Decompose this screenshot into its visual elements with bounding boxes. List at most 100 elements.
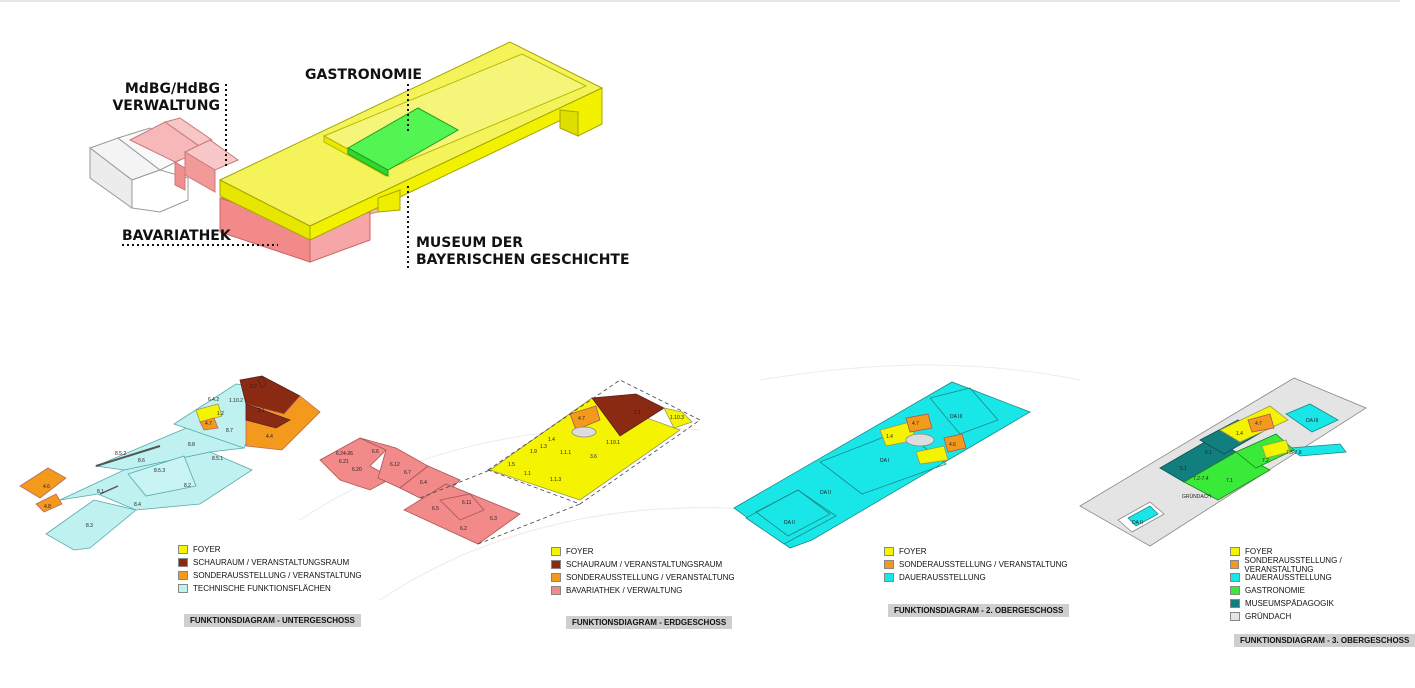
legend-item: TECHNISCHE FUNKTIONSFLÄCHEN — [178, 582, 362, 595]
room-label: 1.4 — [1236, 431, 1243, 437]
legend-swatch-schauraum — [551, 560, 561, 569]
plan-3og-labels: DA II GRÜNDACH 5.1 5.1 7.2-7.4 7.1 1.4 4… — [1132, 418, 1318, 526]
legend-swatch-sonder — [178, 571, 188, 580]
room-label: 4.7 — [1255, 421, 1262, 427]
room-label: 7.5-7.8 — [1286, 450, 1302, 456]
room-label: 8.3 — [86, 523, 93, 529]
room-label: 6.5 — [432, 506, 439, 512]
room-label: DA III — [950, 414, 962, 420]
legend-item: SONDERAUSSTELLUNG / VERANSTALTUNG — [884, 558, 1068, 571]
legend-label: FOYER — [566, 547, 594, 556]
room-label: DA II — [1132, 520, 1143, 526]
legend-label: GASTRONOMIE — [1245, 586, 1306, 595]
room-label: 8.1 — [97, 489, 104, 495]
room-label: 2.1 — [258, 408, 265, 414]
room-label: 6.4 — [420, 480, 427, 486]
legend-item: SONDERAUSSTELLUNG / VERANSTALTUNG — [1230, 555, 1400, 574]
top-divider — [0, 0, 1400, 2]
legend-label: SONDERAUSSTELLUNG / VERANSTALTUNG — [566, 573, 735, 582]
legend-swatch-foyer — [1230, 547, 1240, 556]
room-label: 1.5 — [508, 462, 515, 468]
legend-label: FOYER — [193, 545, 221, 554]
legend-label: TECHNISCHE FUNKTIONSFLÄCHEN — [193, 584, 331, 593]
legend-swatch-gastro — [1230, 586, 1240, 595]
legend-item: GASTRONOMIE — [1230, 584, 1400, 597]
legend-2og: FOYER SONDERAUSSTELLUNG / VERANSTALTUNG … — [884, 545, 1068, 584]
room-label: 8.5.3 — [154, 468, 165, 474]
room-label: 6.2 — [460, 526, 467, 532]
legend-swatch-foyer — [551, 547, 561, 556]
legend-item: SONDERAUSSTELLUNG / VERANSTALTUNG — [178, 569, 362, 582]
room-label: 8.2 — [184, 483, 191, 489]
plan-untergeschoss — [19, 375, 321, 551]
room-label: 6.20 — [352, 467, 362, 473]
legend-item: SONDERAUSSTELLUNG / VERANSTALTUNG — [551, 571, 735, 584]
legend-swatch-gruendach — [1230, 612, 1240, 621]
legend-item: FOYER — [1230, 545, 1400, 558]
plan-erdgeschoss — [319, 379, 701, 545]
legend-label: SONDERAUSSTELLUNG / VERANSTALTUNG — [193, 571, 362, 580]
label-verwaltung-2: VERWALTUNG — [112, 98, 220, 114]
room-label: 6.24-26 — [336, 451, 353, 457]
room-label: 4.6 — [949, 442, 956, 448]
room-label: 5.1 — [1205, 450, 1212, 456]
legend-swatch-bavariathek — [551, 586, 561, 595]
legend-item: MUSEUMSPÄDAGOGIK — [1230, 597, 1400, 610]
room-label: 1.10.3 — [670, 415, 684, 421]
legend-label: DAUERAUSSTELLUNG — [1245, 573, 1332, 582]
legend-item: BAVARIATHEK / VERWALTUNG — [551, 584, 735, 597]
legend-swatch-sonder — [1230, 560, 1240, 569]
legend-label: GRÜNDACH — [1245, 612, 1292, 621]
room-label: 1.1.3 — [550, 477, 561, 483]
room-label: 8.7 — [226, 428, 233, 434]
label-museum-2: BAYERISCHEN GESCHICHTE — [416, 252, 630, 268]
legend-item: SCHAURAUM / VERANSTALTUNGSRAUM — [551, 558, 735, 571]
room-label: 2.1 — [634, 410, 641, 416]
verwaltung-wing — [128, 117, 240, 193]
legend-label: DAUERAUSSTELLUNG — [899, 573, 986, 582]
legend-label: MUSEUMSPÄDAGOGIK — [1245, 599, 1334, 608]
room-label: 7.1 — [1226, 478, 1233, 484]
room-label: 4.6 — [43, 484, 50, 490]
room-label: 6.7 — [404, 470, 411, 476]
legend-label: SONDERAUSSTELLUNG / VERANSTALTUNG — [1244, 555, 1342, 574]
room-label: 8.6 — [138, 458, 145, 464]
room-label: 8.4 — [134, 502, 141, 508]
hero-massing: GASTRONOMIE MdBG/HdBG VERWALTUNG BAVARIA… — [88, 41, 630, 268]
room-label: 1.1 — [524, 471, 531, 477]
room-label: DA II — [784, 520, 795, 526]
room-label: 7.2-7.4 — [1193, 476, 1209, 482]
legend-item: FOYER — [884, 545, 1068, 558]
room-label: 6.21 — [339, 459, 349, 465]
room-label: 1.4 — [548, 437, 555, 443]
legend-swatch-foyer — [884, 547, 894, 556]
plan-erdgeschoss-labels: 6.24-26 6.21 6.20 6.6 6.12 6.7 6.4 6.5 6… — [336, 410, 684, 532]
legend-label: SONDERAUSSTELLUNG / VERANSTALTUNG — [899, 560, 1068, 569]
room-label: 8.8 — [188, 442, 195, 448]
legend-item: FOYER — [551, 545, 735, 558]
legend-swatch-sonder — [884, 560, 894, 569]
legend-swatch-schauraum — [178, 558, 188, 567]
label-verwaltung-1: MdBG/HdBG — [125, 81, 220, 97]
room-label: 6.3 — [490, 516, 497, 522]
room-label: 8.5.1 — [212, 456, 223, 462]
room-label: 6.12 — [390, 462, 400, 468]
room-label: GRÜNDACH — [1182, 493, 1211, 500]
room-label: 6.11 — [462, 500, 472, 506]
label-gastronomie: GASTRONOMIE — [305, 67, 422, 83]
plan-untergeschoss-labels: 4.6 4.8 8.3 8.1 8.4 8.2 8.5.3 8.6 8.5.2 … — [43, 384, 273, 529]
legend-item: FOYER — [178, 543, 362, 556]
room-label: 7.2 — [1262, 458, 1269, 464]
legend-label: SCHAURAUM / VERANSTALTUNGSRAUM — [566, 560, 723, 569]
legend-swatch-technik — [178, 584, 188, 593]
caption-2og: FUNKTIONSDIAGRAM - 2. OBERGESCHOSS — [888, 604, 1070, 617]
legend-label: SCHAURAUM / VERANSTALTUNGSRAUM — [193, 558, 350, 567]
room-label: 8.5.2 — [115, 451, 126, 457]
legend-label: FOYER — [899, 547, 927, 556]
legend-item: SCHAURAUM / VERANSTALTUNGSRAUM — [178, 556, 362, 569]
legend-label: FOYER — [1245, 547, 1273, 556]
plan-3og — [1079, 377, 1367, 547]
caption-untergeschoss: FUNKTIONSDIAGRAM - UNTERGESCHOSS — [184, 614, 361, 627]
room-label: DA II — [820, 490, 831, 496]
